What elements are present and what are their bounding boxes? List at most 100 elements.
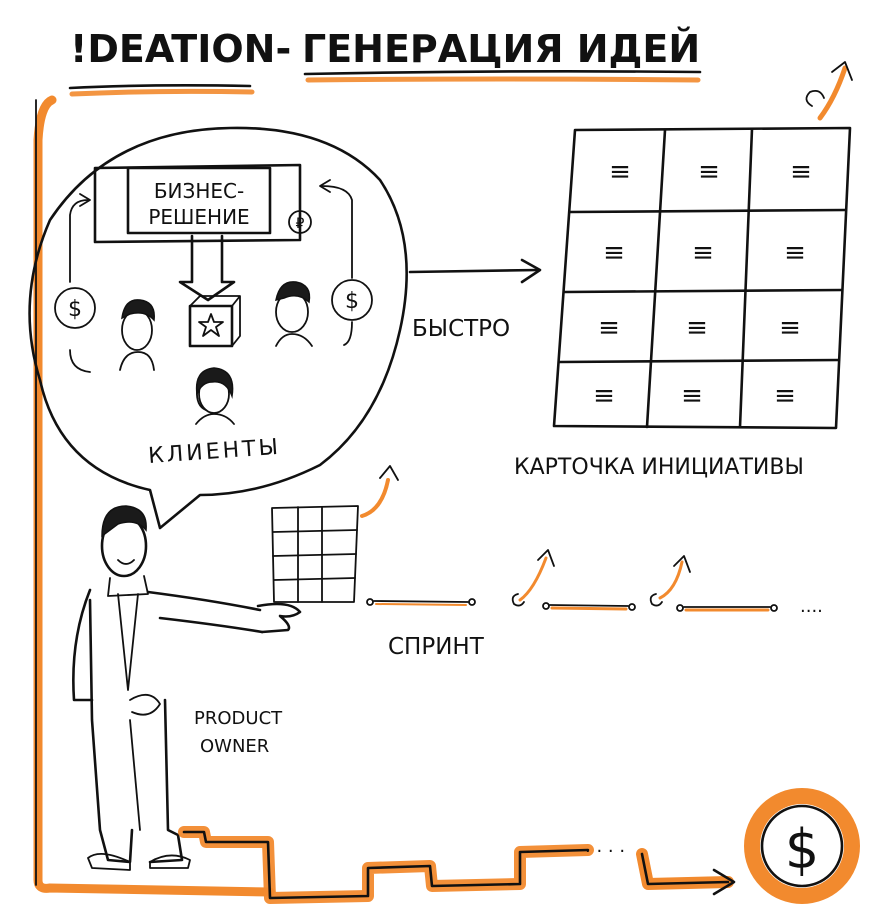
grid-cell-glyph-r1c2: ≡ xyxy=(784,238,806,268)
left-loop-lower xyxy=(69,349,91,373)
grid-cell-glyph-r1c0: ≡ xyxy=(603,238,625,268)
grid-row-line-1 xyxy=(568,208,847,214)
grid-cell-glyph-r3c0: ≡ xyxy=(593,381,615,411)
decision-text-line1: БИЗНЕС- xyxy=(154,179,244,203)
sprint-label: СПРИНТ xyxy=(388,634,485,660)
title-highlight-right xyxy=(305,76,701,83)
grid-col-line-2 xyxy=(738,127,754,429)
sprint2-up-arrow xyxy=(518,556,548,602)
grid-cell-glyph-r0c0: ≡ xyxy=(609,157,631,187)
grid-row-line-2 xyxy=(563,288,844,294)
initiative-card-label: КАРТОЧКА ИНИЦИАТИВЫ xyxy=(514,455,804,480)
ruble-symbol: ₽ xyxy=(296,216,305,232)
sprint3-start-dot xyxy=(676,604,684,612)
sprint1-highlight xyxy=(375,603,467,606)
sprint2-highlight xyxy=(550,606,628,611)
title-underline-right xyxy=(303,70,702,76)
star-icon xyxy=(198,313,224,337)
small-card-rows xyxy=(272,529,358,581)
sprint1-start-dot xyxy=(366,598,374,606)
sprint3-loop xyxy=(649,593,663,607)
grid-cell-glyph-r1c1: ≡ xyxy=(692,238,714,268)
stairs-final-step xyxy=(636,848,734,890)
sprint2-up-arrowhead xyxy=(537,549,555,567)
idea-bubble: БИЗНЕС- РЕШЕНИЕ ₽ $ $ xyxy=(28,126,408,530)
stairs-final-ink xyxy=(640,852,730,886)
title-highlight-left xyxy=(69,88,255,97)
title-group: !DEATION- ГЕНЕРАЦИЯ ИДЕЙ xyxy=(68,27,702,97)
grid-col-line-1 xyxy=(645,128,667,429)
fast-arrow: БЫСТРО xyxy=(408,258,542,342)
client-person-left-icon xyxy=(119,299,155,371)
clients-label: КЛИЕНТЫ xyxy=(147,435,281,469)
growth-frame xyxy=(33,61,853,897)
coin-orange-ring xyxy=(744,788,860,904)
speech-bubble-outline xyxy=(28,126,408,530)
stairs-ellipsis: . . . . xyxy=(585,836,625,857)
sprint2-line xyxy=(549,604,629,607)
sprint-timeline: .... СПРИНТ xyxy=(271,465,823,660)
sprint2-loop xyxy=(511,593,525,607)
frame-arrow-head xyxy=(831,61,853,81)
left-loop-upper xyxy=(69,199,89,283)
sprint2-end-dot xyxy=(628,603,636,611)
sprint1-line xyxy=(373,600,469,603)
stairs-arrowhead xyxy=(712,868,736,896)
client-person-center-icon xyxy=(195,367,235,425)
title-left: !DEATION- xyxy=(70,27,291,71)
fast-arrow-head xyxy=(520,258,542,284)
money-coin-icon: $ xyxy=(744,788,860,904)
grid-cells: ≡≡≡≡≡≡≡≡≡≡≡≡ xyxy=(593,157,812,411)
fast-arrow-shaft xyxy=(408,268,540,274)
ruble-coin-icon xyxy=(288,210,312,234)
dollar-symbol-left: $ xyxy=(68,297,82,322)
product-box-icon xyxy=(188,304,234,348)
product-box-depth xyxy=(189,295,241,347)
sprint-ellipsis: .... xyxy=(800,596,823,617)
sprint1-end-dot xyxy=(468,598,476,606)
role-line2: OWNER xyxy=(200,736,269,757)
sprint3-up-arrowhead xyxy=(673,555,691,573)
grid-cell-glyph-r2c2: ≡ xyxy=(779,313,801,343)
client-person-right-icon xyxy=(275,281,313,347)
left-loop-arrowhead xyxy=(79,193,91,207)
decision-outer-frame xyxy=(93,163,302,244)
frame-top-right-arrow xyxy=(817,65,848,121)
coin-inner xyxy=(760,804,844,888)
decision-text-line2: РЕШЕНИЕ xyxy=(148,205,249,229)
title-right: ГЕНЕРАЦИЯ ИДЕЙ xyxy=(302,27,700,71)
sprint3-end-dot xyxy=(770,604,778,612)
frame-arrow-loop xyxy=(805,89,825,107)
right-loop-lower xyxy=(343,321,353,346)
right-loop-arrowhead xyxy=(319,179,331,193)
fast-label: БЫСТРО xyxy=(412,316,510,342)
grid-cell-glyph-r3c2: ≡ xyxy=(774,381,796,411)
grid-row-line-3 xyxy=(558,358,841,364)
growth-stairs: . . . . xyxy=(178,826,736,904)
small-card-up-arrowhead xyxy=(379,465,399,481)
grid-cell-glyph-r0c1: ≡ xyxy=(698,157,720,187)
role-line1: PRODUCT xyxy=(194,708,283,729)
coin-dollar-symbol: $ xyxy=(785,818,819,881)
title-underline-left xyxy=(68,84,252,90)
down-arrow-icon xyxy=(178,234,236,302)
stairs-ink-path xyxy=(182,830,590,900)
product-owner-figure-icon: PRODUCT OWNER xyxy=(72,505,302,871)
grid-cell-glyph-r3c1: ≡ xyxy=(681,381,703,411)
small-card-outline xyxy=(271,505,359,603)
small-card-up-arrow xyxy=(360,478,390,518)
right-loop-upper xyxy=(321,185,353,279)
grid-cell-glyph-r2c1: ≡ xyxy=(686,313,708,343)
initiative-card-grid: ≡≡≡≡≡≡≡≡≡≡≡≡ КАРТОЧКА ИНИЦИАТИВЫ xyxy=(514,126,852,480)
dollar-coin-left-icon xyxy=(54,287,96,329)
grid-cell-glyph-r2c0: ≡ xyxy=(598,313,620,343)
dollar-symbol-right: $ xyxy=(345,289,359,314)
grid-outline xyxy=(552,126,852,430)
sprint3-up-arrow xyxy=(658,560,684,600)
frame-orange-left xyxy=(33,95,275,897)
sprint2-start-dot xyxy=(542,602,550,610)
decision-box xyxy=(126,166,272,235)
dollar-coin-right-icon xyxy=(331,279,373,321)
